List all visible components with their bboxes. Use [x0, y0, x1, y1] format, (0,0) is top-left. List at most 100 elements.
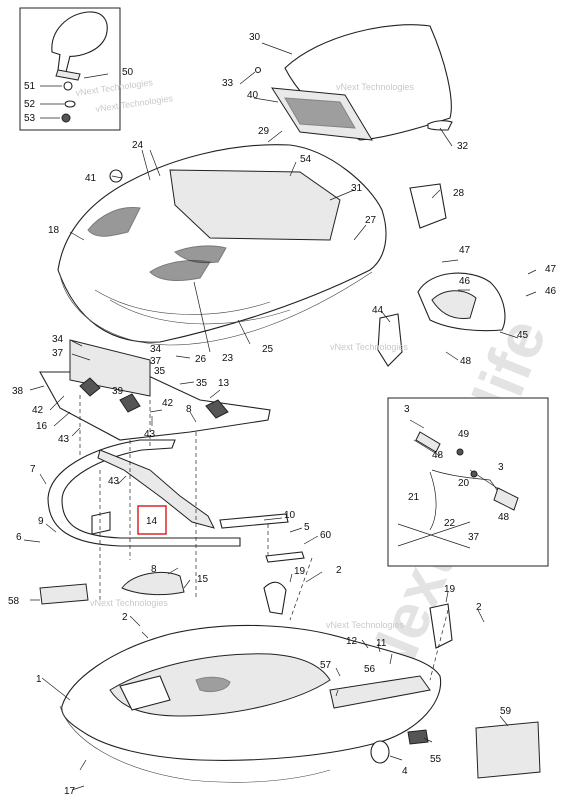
hood-vent-mid — [174, 245, 227, 264]
bumper — [47, 439, 241, 547]
cable-inset-frame — [387, 397, 549, 567]
hood-console — [169, 169, 341, 241]
hinge-19b — [429, 603, 453, 649]
callout-42b: 42 — [162, 398, 174, 409]
hood-group — [57, 144, 447, 346]
latch-group — [39, 571, 287, 615]
latch-bracket — [121, 571, 185, 596]
windshield-group — [254, 24, 453, 141]
frame-group — [39, 339, 271, 441]
callout-33: 33 — [222, 78, 234, 89]
callout-8b: 8 — [151, 564, 157, 575]
mirror-glass — [51, 11, 108, 57]
callout-40: 40 — [247, 90, 259, 101]
hood-vent-left — [87, 206, 141, 237]
callout-37b: 37 — [150, 356, 162, 367]
mirror-kit-inset — [19, 7, 121, 131]
strip-60 — [265, 551, 305, 563]
callout-51: 51 — [24, 81, 36, 92]
callout-46a: 46 — [459, 276, 471, 287]
callout-15: 15 — [197, 574, 209, 585]
callout-24: 24 — [132, 140, 144, 151]
cable-kit-inset — [387, 397, 549, 567]
callout-48c: 48 — [498, 512, 510, 523]
watermark-5: vNext Technologies — [326, 620, 404, 630]
mirror-washer — [64, 100, 76, 108]
callout-45: 45 — [517, 330, 529, 341]
callout-8a: 8 — [186, 404, 192, 415]
callout-2c: 2 — [476, 602, 482, 613]
side-panel — [409, 183, 447, 229]
callout-47a: 47 — [459, 245, 471, 256]
watermark-2: vNext Technologies — [336, 82, 414, 92]
callout-35a: 35 — [154, 366, 166, 377]
callout-19b: 19 — [444, 584, 456, 595]
callout-16: 16 — [36, 421, 48, 432]
callout-37a: 37 — [52, 348, 64, 359]
callout-3a: 3 — [404, 404, 410, 415]
callout-31: 31 — [351, 183, 363, 194]
bumper-group — [47, 439, 305, 563]
kit-59 — [475, 721, 541, 779]
callout-25: 25 — [262, 344, 274, 355]
callout-43b: 43 — [108, 476, 120, 487]
callout-41: 41 — [85, 173, 97, 184]
callout-34a: 34 — [52, 334, 64, 345]
callout-6: 6 — [16, 532, 22, 543]
callout-34b: 34 — [150, 344, 162, 355]
callout-27: 27 — [365, 215, 377, 226]
callout-12: 12 — [346, 636, 358, 647]
callout-39: 39 — [112, 386, 124, 397]
hood-fastener — [109, 169, 123, 183]
callout-19a: 19 — [294, 566, 306, 577]
callout-60: 60 — [320, 530, 332, 541]
callout-56: 56 — [364, 664, 376, 675]
callout-46b: 46 — [545, 286, 557, 297]
callout-58: 58 — [8, 596, 20, 607]
callout-13: 13 — [218, 378, 230, 389]
callout-22: 22 — [444, 518, 456, 529]
callout-26: 26 — [195, 354, 207, 365]
callout-42a: 42 — [32, 405, 44, 416]
watermark-3: vNext Technologies — [330, 342, 408, 352]
callout-47b: 47 — [545, 264, 557, 275]
callout-43c: 43 — [144, 429, 156, 440]
callout-1: 1 — [36, 674, 42, 685]
callout-44: 44 — [372, 305, 384, 316]
callout-32: 32 — [457, 141, 469, 152]
callout-28: 28 — [453, 188, 465, 199]
callout-23: 23 — [222, 353, 234, 364]
pad-58 — [39, 583, 89, 605]
callout-2b: 2 — [122, 612, 128, 623]
plug-4 — [370, 740, 390, 764]
bracket-44 — [377, 313, 403, 367]
hood-vent-lower — [149, 259, 211, 281]
callout-4: 4 — [402, 766, 408, 777]
callout-11: 11 — [376, 638, 387, 649]
callout-29: 29 — [258, 126, 270, 137]
callout-48b: 48 — [432, 450, 444, 461]
highlight-box — [137, 505, 167, 535]
belly-pan-group — [59, 603, 541, 783]
callout-54: 54 — [300, 154, 312, 165]
hinge-19 — [263, 581, 287, 615]
callout-2a: 2 — [336, 565, 342, 576]
callout-labels: 30 33 40 29 54 31 27 28 32 50 51 52 53 2… — [8, 32, 557, 797]
callout-48a: 48 — [460, 356, 472, 367]
callout-21: 21 — [408, 492, 420, 503]
callout-59: 59 — [500, 706, 512, 717]
windshield-clip — [427, 120, 453, 131]
side-shroud-group — [377, 272, 506, 367]
skid-plate-11 — [329, 675, 431, 709]
callout-9: 9 — [38, 516, 44, 527]
callout-57: 57 — [320, 660, 332, 671]
callout-5: 5 — [304, 522, 310, 533]
decal-55 — [407, 729, 429, 745]
callout-50: 50 — [122, 67, 134, 78]
reflector-bar — [219, 513, 289, 529]
callout-55: 55 — [430, 754, 442, 765]
callout-35b: 35 — [196, 378, 208, 389]
callout-3b: 3 — [498, 462, 504, 473]
callout-37c: 37 — [468, 532, 480, 543]
